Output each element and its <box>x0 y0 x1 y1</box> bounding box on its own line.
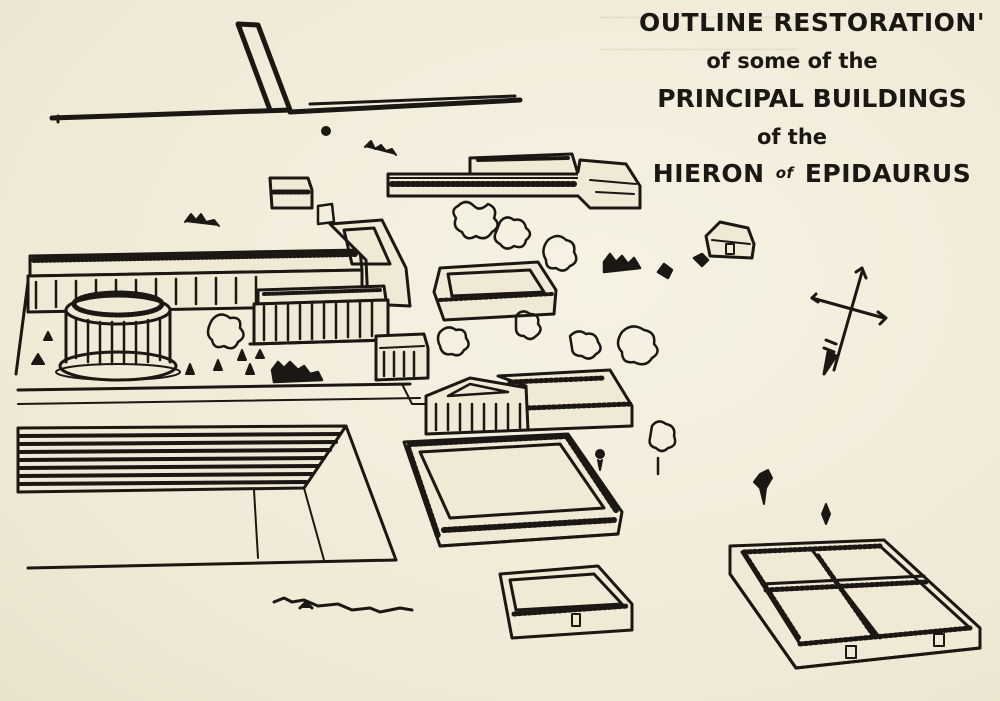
title-line-4: of the <box>756 125 828 149</box>
title-line-5-left: HIERON <box>652 159 765 188</box>
title-line-1: OUTLINE RESTORATION' <box>638 8 986 37</box>
temple-asklepios <box>248 284 394 346</box>
tholos <box>55 290 181 382</box>
boundary-wall <box>49 21 523 124</box>
abaton-court <box>432 260 558 322</box>
trees <box>206 200 710 476</box>
title-line-5: HIERON of EPIDAURUS <box>632 156 992 191</box>
ground-marks <box>272 596 414 614</box>
katagogion <box>728 538 982 670</box>
compass-rose-arrow-icon <box>810 266 888 376</box>
title-line-2: of some of the <box>706 49 878 73</box>
site-terraces <box>14 280 427 405</box>
scattered-figures-top <box>184 126 397 227</box>
gymnasium-court <box>402 432 624 548</box>
small-temple-north <box>268 176 336 226</box>
title-line-5-right: EPIDAURUS <box>804 159 972 188</box>
title-line-5-connector: of <box>775 164 794 182</box>
east-court <box>496 368 634 432</box>
title-line-3: PRINCIPAL BUILDINGS <box>657 84 967 113</box>
temple-artemis <box>424 376 530 436</box>
statue-figures <box>31 331 831 525</box>
small-house-east <box>704 220 756 260</box>
stadium <box>16 424 398 570</box>
map-title-block: OUTLINE RESTORATION' of some of the PRIN… <box>632 6 992 191</box>
upper-stoa <box>386 152 642 210</box>
small-shrine-mid <box>374 332 430 382</box>
bleed-through-texture: ──────────────── ──────────────── <box>600 7 800 61</box>
south-hall <box>498 564 634 640</box>
